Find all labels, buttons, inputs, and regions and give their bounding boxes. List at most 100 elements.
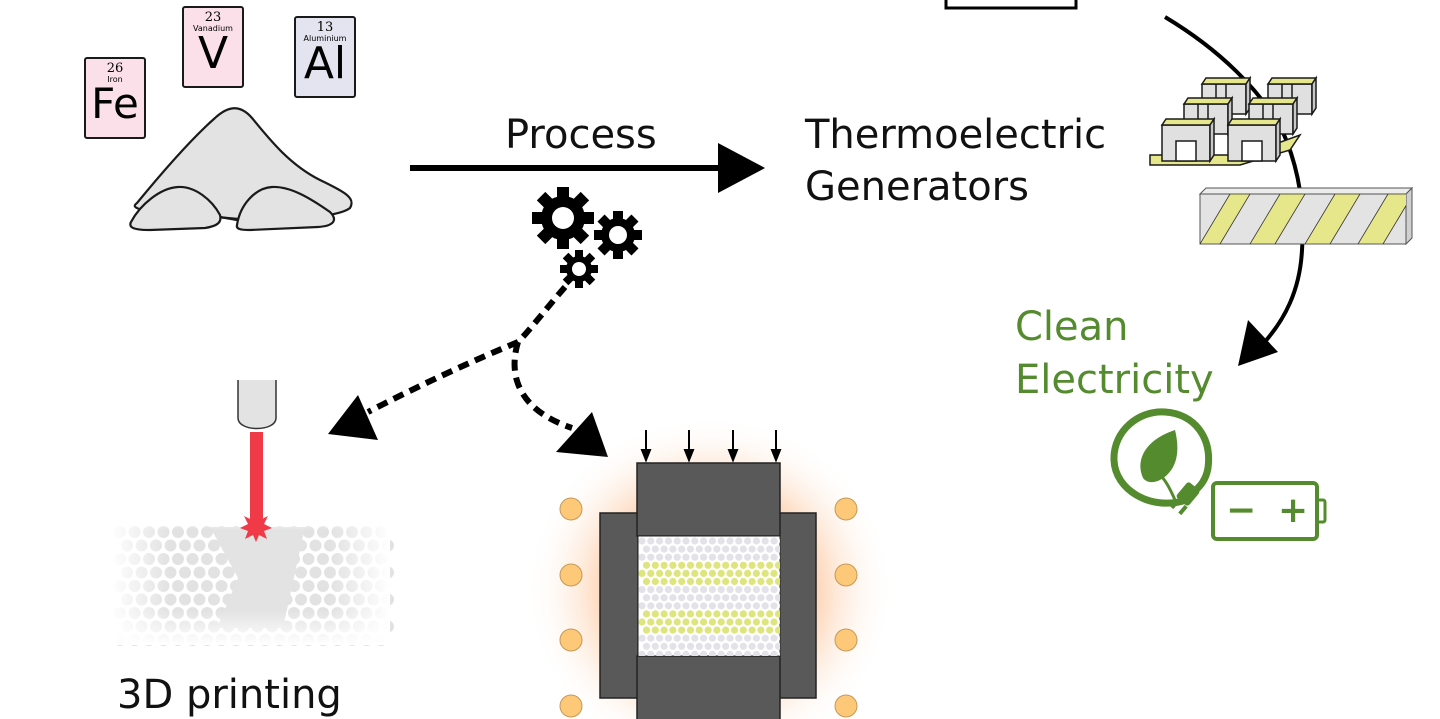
sample-particle-doped [704, 626, 712, 634]
sample-particle [735, 634, 743, 642]
sample-particle [730, 642, 739, 650]
sample-particle-doped [774, 626, 780, 634]
powder-particle [208, 593, 220, 606]
sample-particle [779, 587, 780, 592]
powder-particle [208, 566, 220, 579]
dashed-stem [515, 285, 568, 345]
sample-particle-doped [660, 561, 668, 569]
sample-particle [770, 650, 778, 656]
powder-particle [186, 580, 199, 592]
sample-particle [744, 602, 752, 610]
sample-particle-doped [779, 619, 780, 625]
sample-particle [664, 650, 672, 656]
leaf-icon [1140, 430, 1178, 501]
sample-particle-doped [744, 569, 752, 578]
sample-particle-doped [722, 610, 730, 618]
process-label: Process [505, 112, 657, 158]
element-name: Vanadium [193, 24, 233, 33]
sample-particle [664, 537, 673, 545]
sample-particle [752, 634, 761, 642]
powder-particle [201, 580, 213, 592]
sample-particle [752, 553, 761, 561]
sample-particle-doped [669, 577, 677, 586]
powder-particle [302, 580, 315, 592]
sample-particle [656, 553, 664, 561]
sample-particle-doped [739, 610, 747, 618]
element-symbol: Al [303, 38, 347, 89]
laser-spark-icon [240, 512, 272, 542]
sample-particle-doped [686, 561, 695, 569]
sample-particle-doped [695, 626, 703, 634]
sample-particle [660, 594, 668, 602]
battery-minus: − [1226, 490, 1257, 531]
sample-particle-doped [757, 577, 765, 586]
sample-particle-doped [704, 561, 712, 569]
sample-particle [726, 634, 734, 642]
sample-particle [717, 634, 725, 642]
sample-particle [774, 545, 780, 553]
heater-elements [559, 497, 858, 718]
sample-particle [761, 586, 769, 594]
sample-particle-doped [730, 577, 739, 586]
sample-particle-doped [774, 577, 780, 586]
sample-particle-doped [651, 561, 659, 569]
sample-particle [664, 553, 673, 561]
sample-particle-doped [744, 618, 752, 626]
sample-particle [669, 642, 677, 650]
atomic-number: 23 [204, 10, 222, 25]
element-name: Aluminium [303, 34, 347, 43]
sample-particle-doped [664, 569, 673, 578]
sample-particle-doped [638, 618, 646, 626]
powder-particle [302, 553, 315, 565]
sample-particle-doped [695, 577, 703, 586]
sample-particle [638, 634, 646, 642]
sample-particle [700, 602, 708, 610]
sample-particle [708, 602, 717, 610]
sample-particle [722, 545, 730, 553]
sample-particle-doped [766, 561, 774, 569]
sample-particle [669, 594, 677, 602]
sample-particle-doped [678, 561, 686, 569]
sample-particle-doped [752, 569, 761, 578]
sample-particle [691, 602, 699, 610]
sample-particle-doped [686, 610, 695, 618]
sample-particle [673, 553, 681, 561]
sample-particle [686, 642, 695, 650]
sample-particle [774, 594, 780, 602]
powder-particle [193, 593, 206, 606]
element-tile-vanadium: 23 Vanadium V [182, 6, 244, 88]
teg-module-icon [1149, 75, 1318, 166]
sample-particle-doped [748, 561, 756, 569]
sample-particle-doped [726, 569, 734, 578]
sample-particle [708, 650, 716, 656]
sample-particle [647, 602, 655, 610]
plug-icon [1170, 482, 1200, 516]
sample-particle [757, 545, 765, 553]
sample-particle [770, 602, 778, 610]
atomic-number: 26 [106, 61, 124, 76]
sample-particle-doped [660, 626, 668, 634]
sample-particle-doped [651, 626, 659, 634]
sample-particle [664, 586, 673, 594]
laser-beam [250, 432, 263, 524]
sample-particle-doped [713, 561, 721, 569]
sample-particle-doped [673, 569, 681, 578]
sample-particle [774, 642, 780, 650]
sample-particle [686, 594, 695, 602]
powder-particle [172, 553, 184, 565]
sample-particle [708, 553, 717, 561]
sample-particle-doped [713, 577, 721, 586]
sample-particle-doped [669, 610, 677, 618]
sample-particle [744, 537, 752, 545]
sample-particle-doped [730, 610, 739, 618]
sample-particle-doped [774, 561, 780, 569]
gears-icon [532, 187, 642, 288]
sample-particle-doped [686, 577, 695, 586]
process-arrow [410, 143, 765, 193]
sample-particle [656, 650, 664, 656]
powder-particle [295, 566, 307, 579]
sample-particle [656, 634, 664, 642]
sample-particle [673, 634, 681, 642]
sample-particle [708, 634, 717, 642]
sample-particle [735, 537, 743, 545]
